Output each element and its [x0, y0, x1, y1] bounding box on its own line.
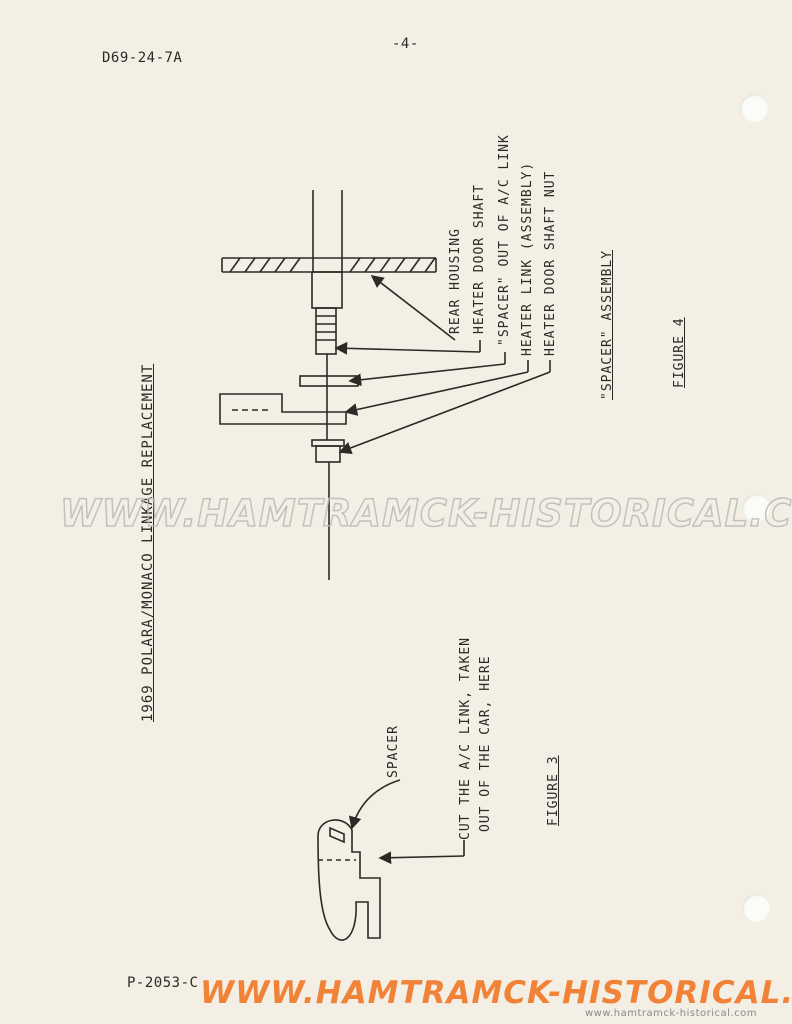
punch-hole-bottom	[742, 894, 770, 922]
form-code: P-2053-C	[127, 975, 199, 991]
label-heater-door-shaft: HEATER DOOR SHAFT	[472, 183, 487, 334]
ac-link-shape	[317, 819, 381, 941]
rear-housing-shape	[221, 257, 437, 273]
label-spacer: SPACER	[386, 725, 401, 778]
shaft-nut-shape	[311, 439, 345, 463]
punch-hole-middle	[742, 494, 770, 522]
label-rear-housing: REAR HOUSING	[448, 228, 463, 334]
watermark-middle: WWW.HAMTRAMCK-HISTORICAL.COM	[59, 491, 792, 536]
figure4-subcaption: "SPACER" ASSEMBLY	[600, 249, 615, 400]
small-watermark: www.hamtramck-historical.com	[585, 1008, 757, 1019]
figure4-caption: FIGURE 4	[672, 317, 687, 388]
punch-hole-top	[740, 94, 768, 122]
figure3-caption: FIGURE 3	[546, 755, 561, 826]
label-spacer-out-of-ac-link: "SPACER" OUT OF A/C LINK	[497, 134, 512, 346]
cut-note-line1: CUT THE A/C LINK, TAKEN	[458, 636, 473, 840]
heater-door-shaft-shape	[311, 190, 343, 580]
doc-code: D69-24-7A	[102, 50, 183, 66]
watermark-bottom: WWW.HAMTRAMCK-HISTORICAL.COM	[200, 975, 792, 1011]
label-heater-door-shaft-nut: HEATER DOOR SHAFT NUT	[543, 170, 558, 356]
page-number: -4-	[392, 36, 419, 52]
cut-note-line2: OUT OF THE CAR, HERE	[478, 655, 493, 832]
spacer-plate-shape	[299, 375, 359, 387]
label-heater-link: HEATER LINK (ASSEMBLY)	[520, 161, 535, 356]
